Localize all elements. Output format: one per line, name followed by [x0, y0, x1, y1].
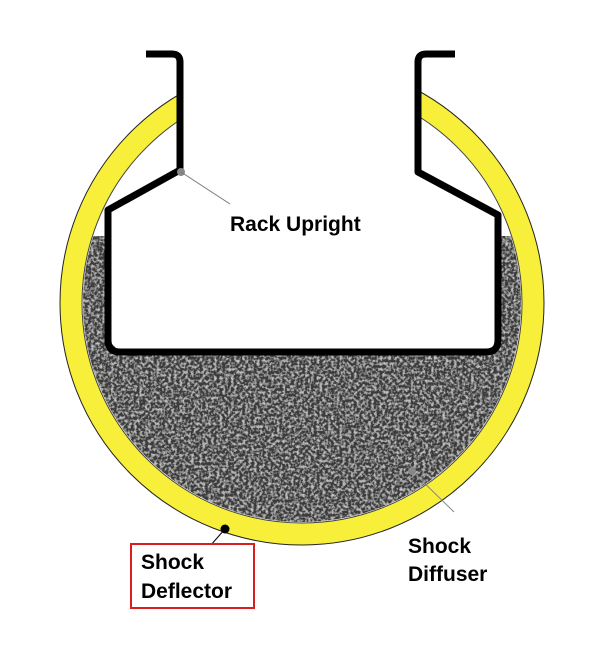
shock-deflector-highlight-box [130, 543, 255, 609]
shock-diffuser-label-line2: Diffuser [408, 563, 487, 586]
rack-upright [104, 50, 502, 356]
shock-deflector-label-line2: Deflector [141, 580, 232, 603]
upright-interior [108, 0, 498, 352]
rack-upright-leader [180, 171, 231, 205]
shock-diffuser-label-line1: Shock [408, 535, 471, 558]
shock-deflector-label-line1: Shock [141, 551, 204, 574]
rack-upright-label: Rack Upright [230, 213, 361, 236]
shock-diffuser-leader [411, 470, 455, 513]
